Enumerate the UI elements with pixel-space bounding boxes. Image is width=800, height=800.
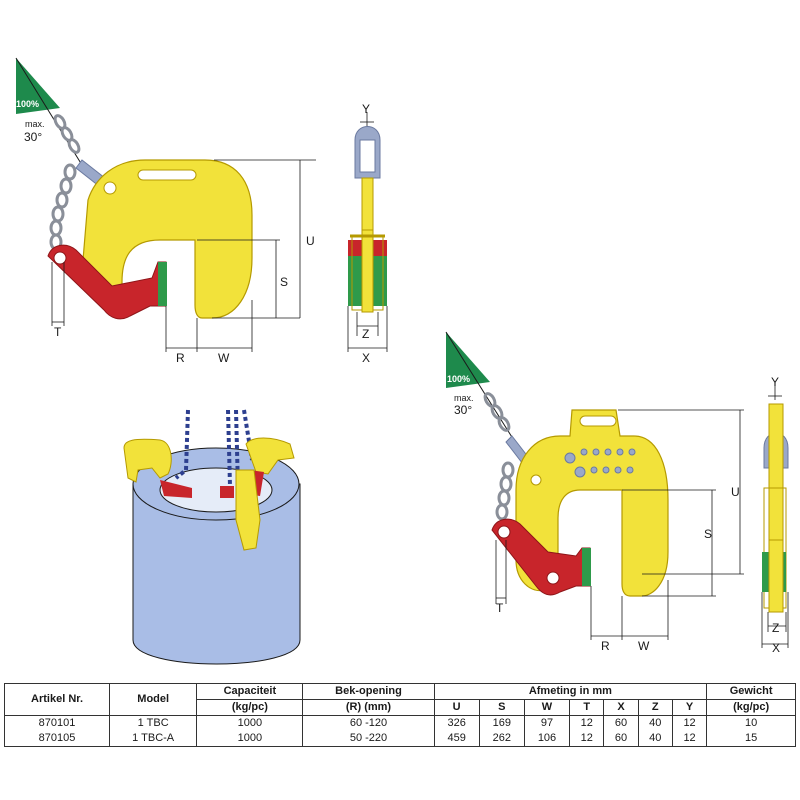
dimension-lines [51,159,316,352]
angle-value: 30° [24,130,42,144]
jaw-pivot [53,251,67,265]
angle-value-2: 30° [454,403,472,417]
cell-Y: 12 [671,715,708,731]
angle-reference-line [15,57,91,179]
cell-capaciteit: 1000 [196,731,304,747]
col-unit-bek-opening: (R) (mm) [302,699,435,716]
load-percent-flag [16,58,60,114]
col-header-capaciteit: Capaciteit [196,683,304,700]
left-clamp [123,438,172,483]
col-unit-gewicht: (kg/pc) [706,699,796,716]
col-header-Y: Y [671,699,708,716]
chain [49,114,81,251]
dim-label-T: T [54,325,62,339]
grip-pad-2 [582,548,591,586]
angle-prefix: max. [25,119,45,129]
cell-gewicht: 15 [706,731,796,747]
side1-dim-label-Z: Z [362,327,369,341]
flag-percent-label: 100% [16,99,39,109]
pivot-hole [103,181,117,195]
col-header-S: S [478,699,525,716]
clamp-body-2 [515,409,669,597]
specification-table: Artikel Nr. Model Capaciteit Bek-opening… [3,683,796,747]
dim-label-R: R [176,351,185,365]
flag-percent-label-2: 100% [447,374,470,384]
cell-Y: 12 [671,731,708,747]
side2-dim-label-X: X [772,641,780,655]
usage-illustration [123,409,301,665]
dim-label-W: W [218,351,230,365]
cell-gewicht: 10 [706,715,796,731]
col-unit-capaciteit: (kg/pc) [196,699,304,716]
dim-label-U: U [306,234,315,248]
clamp-tbc-a-side-view: Y Z X [761,375,789,655]
angle-prefix-2: max. [454,393,474,403]
side2-dim-label-Y: Y [771,375,779,389]
cell-model: 1 TBC-A [109,731,198,747]
grip-pad [158,262,167,306]
col-header-gewicht: Gewicht [706,683,796,700]
dimension-lines-2 [495,409,744,640]
front-clamp [235,469,261,551]
cell-bek-opening: 60 -120 [302,715,435,731]
dim2-label-S: S [704,527,712,541]
col-header-model: Model [109,683,198,716]
clamp-tbc-side-view: Y Z X [347,102,388,365]
side1-dim-label-X: X [362,351,370,365]
cell-U: 326 [433,715,480,731]
cell-W: 97 [523,715,571,731]
cell-S: 262 [478,731,525,747]
lifting-slot [137,169,197,181]
table-row: 870101 1 TBC 1000 60 -120 326 169 97 12 … [3,715,796,731]
col-header-afmeting: Afmeting in mm [433,683,708,700]
col-header-Z: Z [637,699,673,716]
load-percent-flag [446,332,490,388]
cell-T: 12 [569,715,605,731]
side2-dim-label-Z: Z [772,621,779,635]
adjustment-holes [564,448,636,478]
col-header-artikel: Artikel Nr. [3,683,111,716]
cell-W: 106 [523,731,571,747]
cell-T: 12 [569,731,605,747]
clamp-tbc-a-front-view: 100% max. 30° [445,331,744,653]
cell-artikel: 870105 [3,731,111,747]
table-subheader-row: (kg/pc) (R) (mm) U S W T X Z Y (kg/pc) [5,699,796,716]
cell-bek-opening: 50 -220 [302,731,435,747]
dim2-label-U: U [731,485,740,499]
col-header-bek-opening: Bek-opening [302,683,435,700]
cell-capaciteit: 1000 [196,715,304,731]
cell-Z: 40 [637,715,673,731]
side1-dim-label-Y: Y [362,102,370,116]
right-clamp [245,437,295,475]
cell-S: 169 [478,715,525,731]
chain-2 [483,392,515,521]
clamp-tbc-front-view: 100% max. 30° [15,57,316,365]
cell-model: 1 TBC [109,715,198,731]
table-row: 870105 1 TBC-A 1000 50 -220 459 262 106 … [3,731,796,747]
dim2-label-W: W [638,639,650,653]
dim2-label-T: T [496,601,504,615]
table-header-row: Artikel Nr. Model Capaciteit Bek-opening… [3,683,796,716]
dim2-label-R: R [601,639,610,653]
col-header-W: W [523,699,571,716]
cell-U: 459 [433,731,480,747]
lifting-slot-2 [579,415,617,427]
col-header-U: U [433,699,480,716]
technical-drawing: 100% max. 30° [15,57,789,665]
cell-X: 60 [603,715,639,731]
dim-label-S: S [280,275,288,289]
cell-X: 60 [603,731,639,747]
col-header-T: T [569,699,605,716]
cell-Z: 40 [637,731,673,747]
col-header-X: X [603,699,639,716]
cell-artikel: 870101 [3,715,111,731]
